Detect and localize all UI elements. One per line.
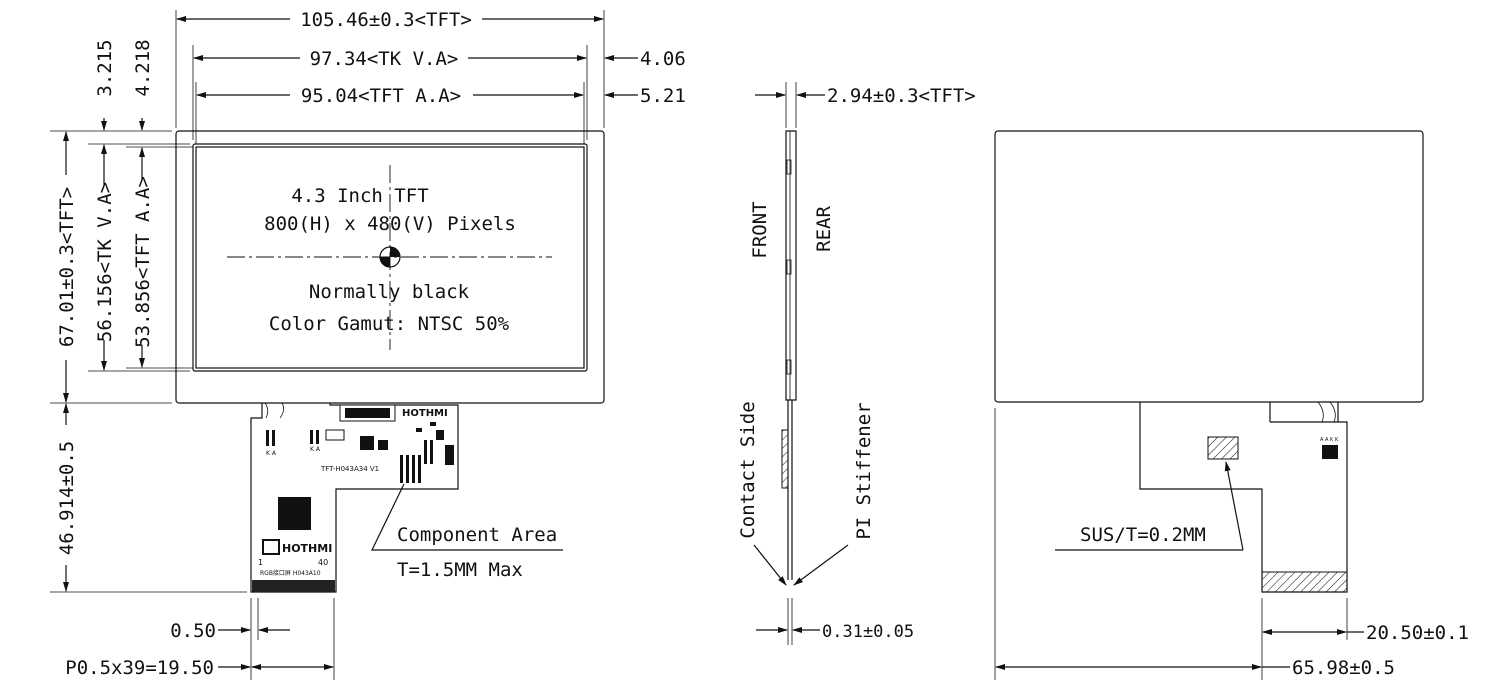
dim-rear-width: 65.98±0.5 [1292, 657, 1395, 679]
fpc-pin-first: 1 [258, 558, 263, 567]
rear-sus-plate [1207, 436, 1239, 460]
dim-tft-width: 105.46±0.3<TFT> [300, 9, 472, 31]
fpc-rear [1139, 402, 1348, 593]
label-pi-stiffener: PI Stiffener [853, 402, 875, 539]
rear-view: A A K K SUS/T=0.2MM 20.50±0.1 65.98±0.5 [994, 130, 1469, 680]
rear-outline [994, 130, 1424, 403]
panel-mode-text: Normally black [309, 281, 470, 303]
dim-right-offset-1: 4.06 [640, 48, 686, 70]
label-rear: REAR [813, 206, 835, 252]
dim-thickness: 2.94±0.3<TFT> [827, 85, 976, 107]
top-dimensions [175, 10, 638, 144]
label-contact-side: Contact Side [737, 401, 759, 538]
note-component-area: Component Area [397, 524, 557, 546]
dim-top-offset-1: 3.215 [94, 39, 116, 96]
panel-size-text: 4.3 Inch TFT [291, 185, 428, 207]
dim-tft-aa-width: 95.04<TFT A.A> [301, 85, 461, 107]
dim-top-offset-2: 4.218 [132, 39, 154, 96]
dim-tft-height: 67.01±0.3<TFT> [56, 187, 78, 347]
pitch-dimensions [218, 598, 335, 680]
fpc-ka-right: K A [310, 446, 321, 453]
dim-stiffener-width: 20.50±0.1 [1366, 622, 1469, 644]
fpc-brand-top: HOTHMI [402, 408, 448, 419]
panel-resolution-text: 800(H) x 480(V) Pixels [264, 213, 516, 235]
touch-viewing-area [192, 143, 588, 372]
dim-fpc-thickness: 0.31±0.05 [822, 622, 914, 642]
dim-pitch-total: P0.5x39=19.50 [65, 657, 214, 679]
note-sus: SUS/T=0.2MM [1080, 524, 1206, 546]
side-stiffener [781, 429, 789, 489]
front-view: 4.3 Inch TFT 800(H) x 480(V) Pixels Norm… [50, 9, 686, 680]
tft-outline [175, 130, 605, 404]
dim-tk-va-height: 56.156<TK V.A> [94, 182, 116, 342]
fpc-brand-bottom: HOTHMI [282, 542, 332, 555]
fpc-rgb-label: RGB接口屏 H043A10 [260, 569, 321, 577]
dim-pitch: 0.50 [170, 620, 216, 642]
panel-gamut-text: Color Gamut: NTSC 50% [269, 313, 510, 335]
note-component-thickness: T=1.5MM Max [397, 559, 523, 581]
fpc-contact-pads [252, 580, 335, 592]
side-panel-outline [785, 130, 797, 401]
side-view: 2.94±0.3<TFT> FRONT REAR Contact Side PI… [737, 82, 976, 645]
label-front: FRONT [749, 201, 771, 258]
dim-tft-aa-height: 53.856<TFT A.A> [132, 176, 154, 348]
fpc-components [262, 404, 454, 555]
rear-stiffener-hatch [1261, 571, 1348, 593]
fpc-pin-last: 40 [318, 558, 328, 567]
dim-right-offset-2: 5.21 [640, 85, 686, 107]
dim-fpc-length: 46.914±0.5 [56, 441, 78, 555]
component-leader [371, 483, 563, 551]
fpc-ka-left: K A [266, 450, 277, 457]
dim-tk-va-width: 97.34<TK V.A> [310, 48, 459, 70]
fpc-board-model: TFT-H043A34 V1 [320, 465, 379, 473]
rear-connector [1322, 445, 1338, 459]
left-dimensions [50, 118, 247, 593]
tft-active-area [195, 146, 585, 369]
rear-pin-labels: A A K K [1320, 437, 1339, 443]
